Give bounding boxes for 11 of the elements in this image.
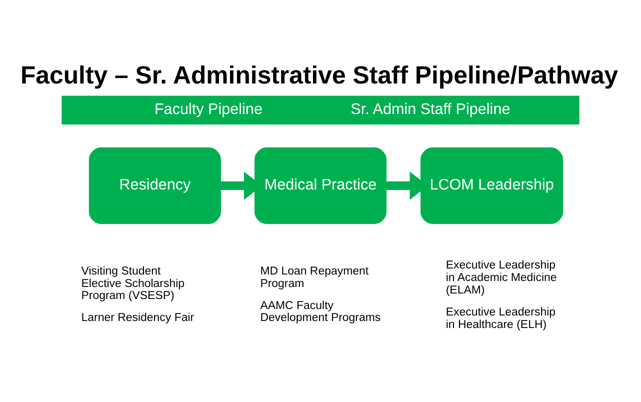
node-label: Visiting Student Elective Scholarship Program (VSESP) bbox=[81, 264, 185, 302]
diagram-title: Faculty – Sr. Administrative Staff Pipeline/Pathway bbox=[20, 61, 618, 90]
node-label: Executive Leadership in Academic Medicine (ELAM) bbox=[446, 259, 557, 296]
node-box: Medical Practice bbox=[254, 146, 387, 224]
node-label: MD Loan Repayment Program bbox=[260, 264, 369, 290]
node-box: LCOM Leadership bbox=[420, 146, 564, 224]
node-label: AAMC Faculty Development Programs bbox=[260, 299, 381, 324]
node-box: Residency bbox=[88, 146, 221, 224]
node-label: Executive Leadership in Healthcare (ELH) bbox=[446, 306, 556, 330]
node-box: Faculty Pipeline Sr. Admin Staff Pipeline bbox=[62, 95, 580, 124]
node-label: Larner Residency Fair bbox=[81, 312, 194, 324]
